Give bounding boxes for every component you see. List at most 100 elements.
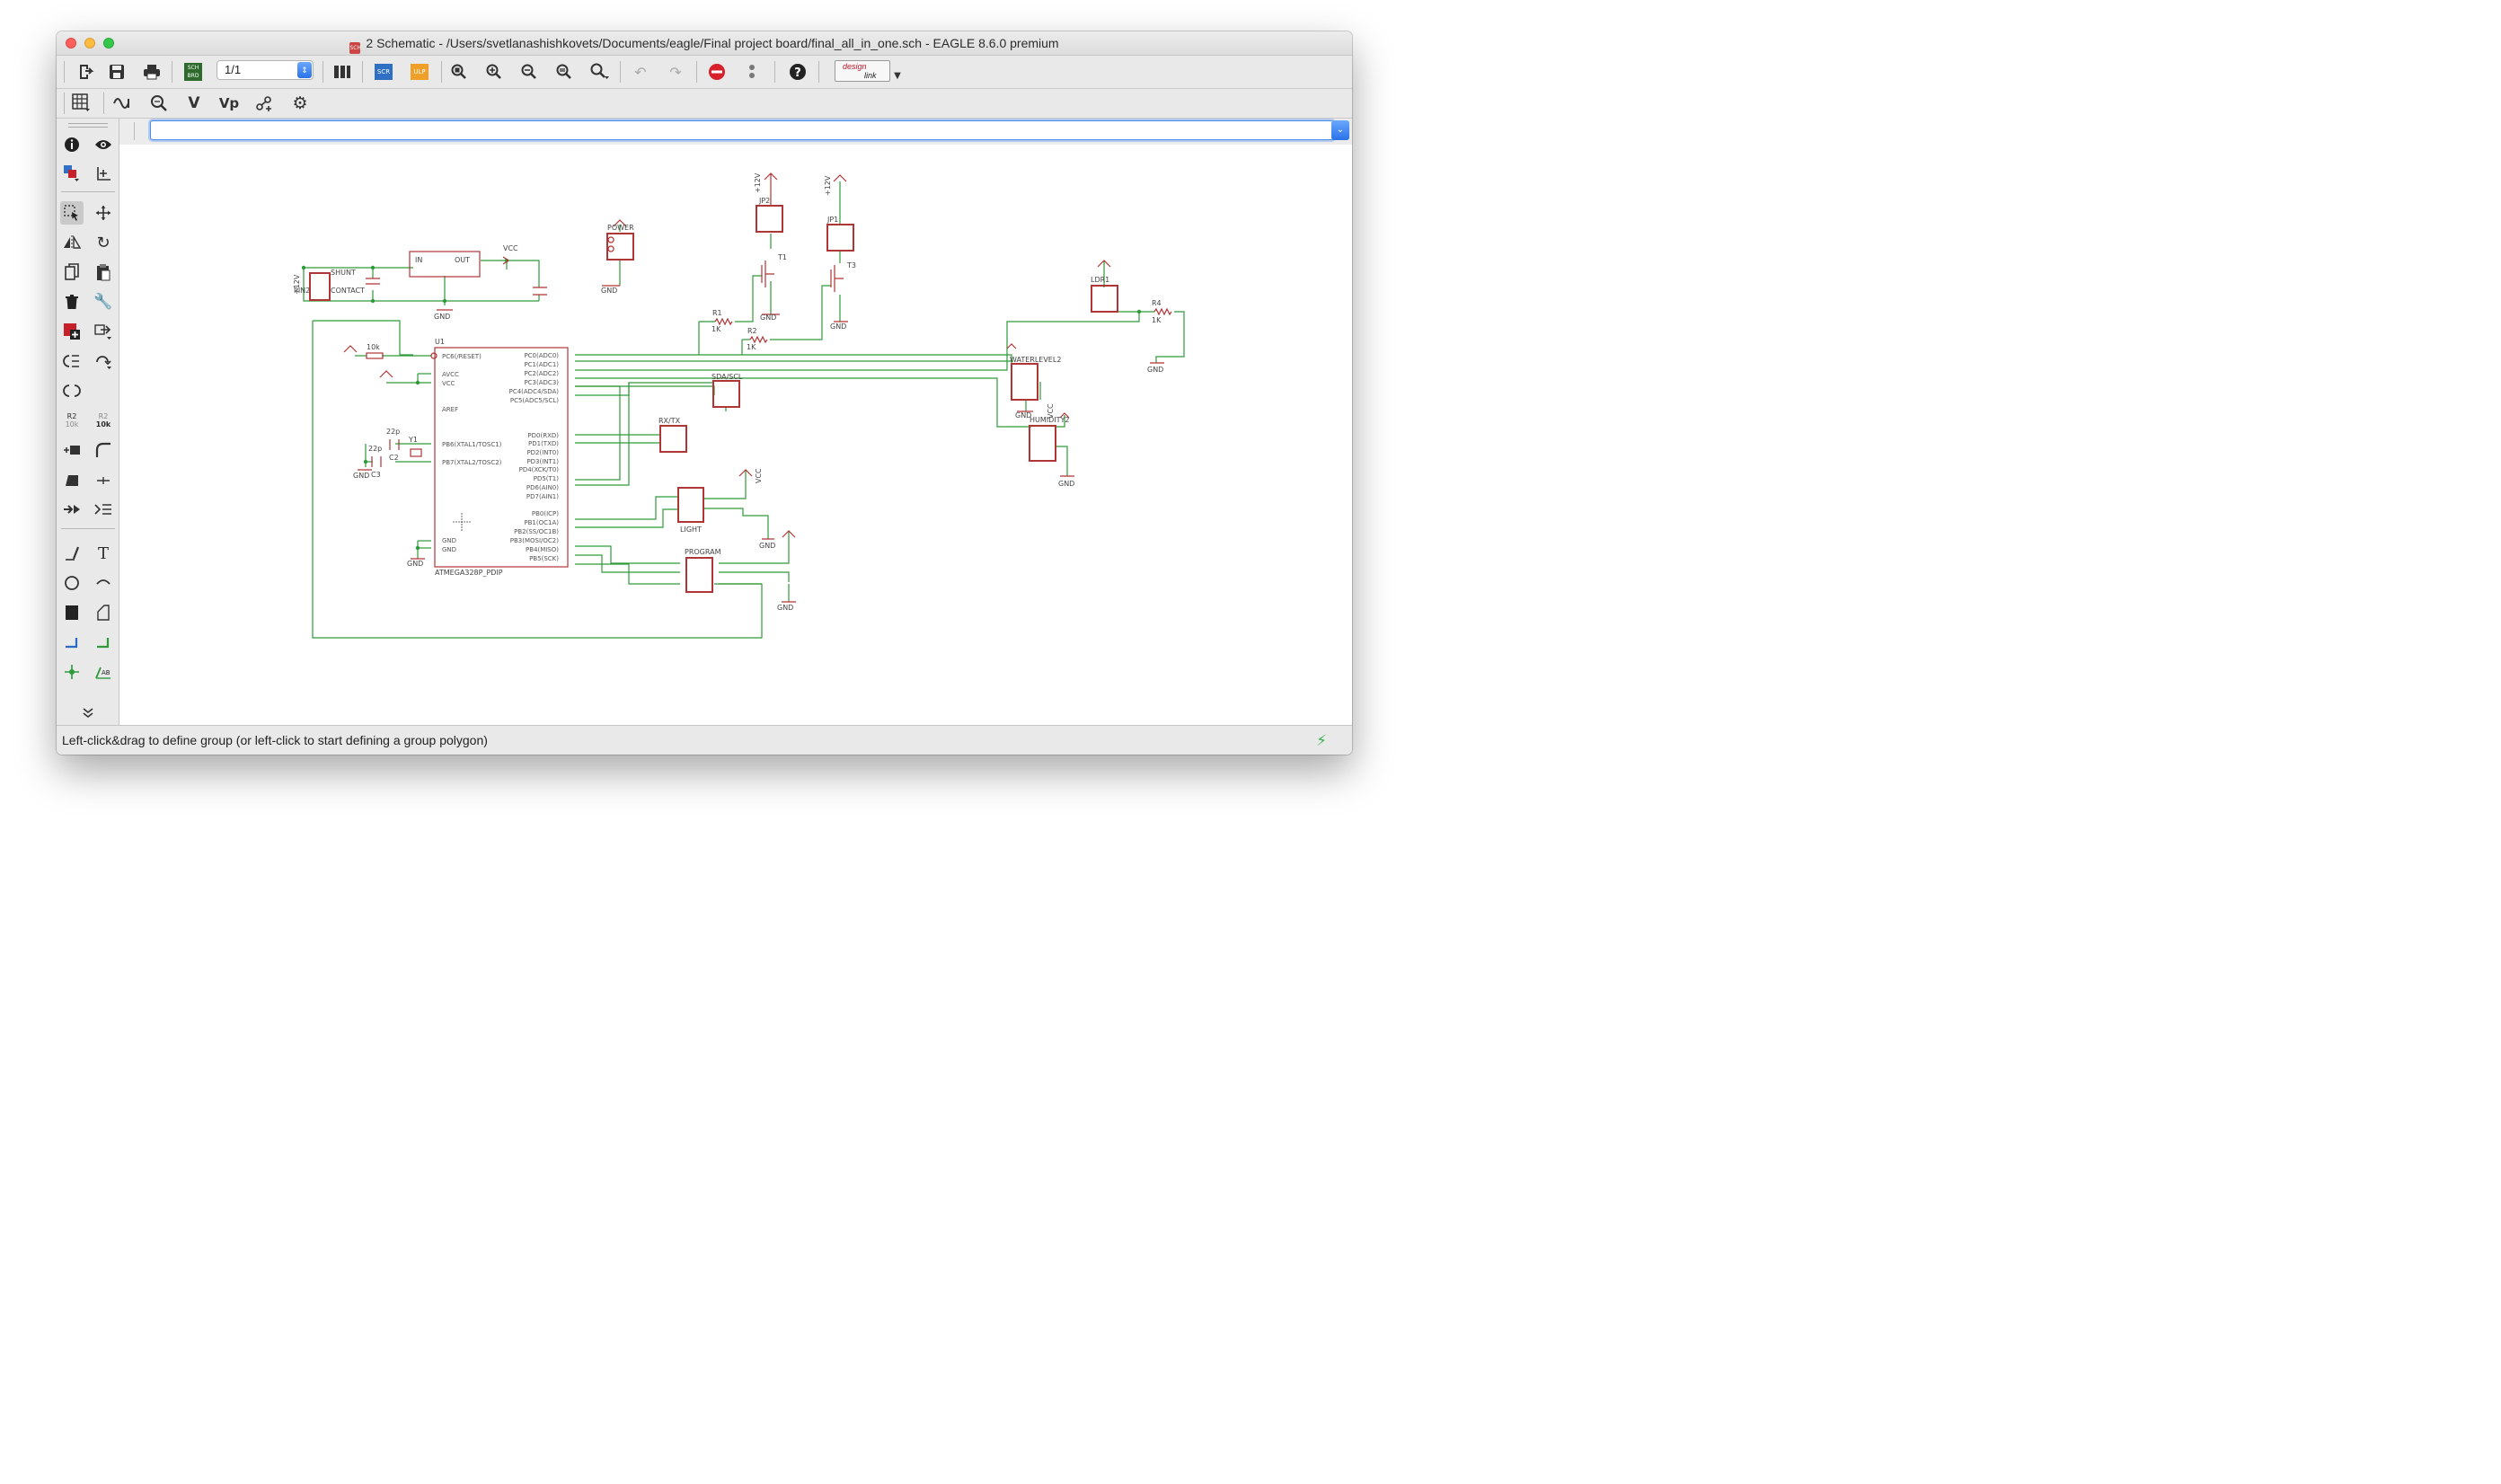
- pin-pc5: PC5(ADC5/SCL): [510, 397, 559, 404]
- close-window-button[interactable]: [66, 38, 76, 49]
- settings-gear-icon[interactable]: ⚙: [292, 93, 308, 113]
- u1-label: U1: [435, 338, 445, 346]
- paste-icon[interactable]: [92, 261, 115, 284]
- components: [309, 205, 1172, 593]
- wrench-icon[interactable]: 🔧: [93, 293, 113, 311]
- r4-label: R4: [1152, 299, 1162, 307]
- add-part-icon[interactable]: [60, 320, 84, 343]
- design-link-button[interactable]: design link: [835, 60, 890, 82]
- bus-icon[interactable]: [92, 498, 115, 521]
- zoom-in-icon[interactable]: [482, 59, 507, 84]
- zoom-redraw-icon[interactable]: [552, 59, 577, 84]
- expand-more-icon[interactable]: [76, 701, 100, 724]
- signal-wave-icon[interactable]: [110, 91, 136, 116]
- in-label: IN: [415, 256, 422, 264]
- schematic-doc-icon: SCH: [349, 42, 361, 54]
- chevron-down-icon[interactable]: ▼: [894, 70, 901, 81]
- redo-icon[interactable]: ↷: [669, 63, 682, 81]
- vcc-label-light: VCC: [755, 468, 763, 483]
- schematic-canvas[interactable]: VCC POWER GND GND JP2 JP1 T1 T3 GND GND …: [119, 145, 1352, 725]
- minimize-window-button[interactable]: [84, 38, 95, 49]
- sch-brd-label: SCH BRD: [184, 63, 202, 81]
- net-classes-icon[interactable]: [252, 91, 277, 116]
- script-scr-icon[interactable]: SCR: [371, 59, 396, 84]
- delete-trash-icon[interactable]: [60, 290, 84, 314]
- design-link-label-2: link: [864, 71, 877, 80]
- print-icon[interactable]: [139, 59, 164, 84]
- invoke-icon[interactable]: [60, 498, 84, 521]
- humidity-label: HUMIDITY2: [1030, 416, 1070, 424]
- display-layers-icon[interactable]: [60, 162, 84, 185]
- value-vp-button[interactable]: Vp: [217, 91, 242, 116]
- stop-icon[interactable]: [704, 59, 729, 84]
- circle-icon[interactable]: [60, 571, 84, 595]
- power-label: POWER: [607, 224, 634, 232]
- zoom-fit-icon[interactable]: [446, 59, 472, 84]
- zoom-out-icon[interactable]: [517, 59, 542, 84]
- out-label: OUT: [455, 256, 470, 264]
- undo-icon[interactable]: ↶: [634, 63, 647, 81]
- svg-text:?: ?: [794, 66, 801, 80]
- pin-pc3: PC3(ADC3): [524, 379, 559, 386]
- mirror-icon[interactable]: [60, 231, 84, 254]
- run-ulp-icon[interactable]: ULP: [407, 59, 432, 84]
- rotate-icon[interactable]: ↻: [96, 233, 110, 252]
- lightning-icon[interactable]: ⚡: [1316, 732, 1327, 750]
- mark-icon[interactable]: [92, 162, 115, 185]
- pin-pb5: PB5(SCK): [529, 555, 559, 562]
- line-draw-icon[interactable]: [60, 542, 84, 565]
- cam-processor-icon[interactable]: [330, 59, 355, 84]
- group-select-icon[interactable]: [60, 201, 84, 225]
- copy-icon[interactable]: [60, 261, 84, 284]
- pinswap-icon[interactable]: [92, 349, 115, 373]
- gateswap-icon[interactable]: [60, 379, 84, 402]
- command-input[interactable]: [150, 120, 1334, 140]
- design-check-icon[interactable]: [146, 91, 172, 116]
- gnd-label-power: GND: [601, 287, 617, 295]
- smash-icon[interactable]: [60, 438, 84, 462]
- save-icon[interactable]: [104, 59, 129, 84]
- pin-pc1: PC1(ADC1): [524, 361, 559, 368]
- grid-icon[interactable]: [69, 91, 94, 116]
- r2-value: 1K: [747, 343, 756, 351]
- label-icon[interactable]: AB: [92, 660, 115, 684]
- nets: [303, 181, 1185, 639]
- optimize-icon[interactable]: [92, 468, 115, 491]
- help-icon[interactable]: ?: [785, 59, 810, 84]
- value-v-button[interactable]: V: [181, 91, 207, 116]
- parameter-toolbar: V Vp ⚙: [57, 89, 1352, 119]
- gnd-label-ldr: GND: [1147, 366, 1163, 374]
- chevron-updown-icon: ⇕: [297, 62, 312, 78]
- text-icon[interactable]: T: [97, 543, 109, 563]
- sheet-select[interactable]: 1/1 ⇕: [217, 60, 314, 80]
- net-label-icon[interactable]: [92, 631, 115, 654]
- rectangle-icon[interactable]: [60, 601, 84, 624]
- status-message: Left-click&drag to define group (or left…: [62, 733, 488, 747]
- name-part-button[interactable]: R2 10k: [60, 409, 84, 432]
- main-toolbar: SCH BRD 1/1 ⇕ SCR ULP: [57, 56, 1352, 89]
- replace-icon[interactable]: [92, 320, 115, 343]
- show-eye-icon[interactable]: [92, 133, 115, 156]
- miter-icon[interactable]: [92, 438, 115, 462]
- gnd-label-t1: GND: [760, 314, 776, 322]
- sch-brd-switch-icon[interactable]: SCH BRD: [181, 59, 206, 84]
- junction-icon[interactable]: [60, 660, 84, 684]
- value-part-button[interactable]: R2 10k: [92, 409, 115, 432]
- design-link-label-1: design: [843, 62, 867, 71]
- move-icon[interactable]: [92, 201, 115, 225]
- go-icon[interactable]: [739, 59, 764, 84]
- y1-label: Y1: [408, 436, 418, 444]
- swap-gate-icon[interactable]: [60, 349, 84, 373]
- zoom-select-icon[interactable]: [588, 59, 613, 84]
- net-wire-icon[interactable]: [60, 631, 84, 654]
- zoom-window-button[interactable]: [103, 38, 114, 49]
- polygon-icon[interactable]: [92, 601, 115, 624]
- command-history-dropdown[interactable]: ⌄: [1331, 120, 1349, 140]
- value-v-label: V: [188, 94, 200, 112]
- arc-icon[interactable]: [92, 571, 115, 595]
- info-icon[interactable]: [60, 133, 84, 156]
- open-file-icon[interactable]: [73, 59, 98, 84]
- split-icon[interactable]: [60, 468, 84, 491]
